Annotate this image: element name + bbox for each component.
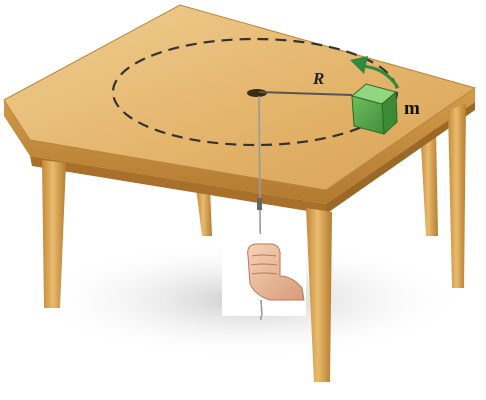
table-leg-front-right xyxy=(306,208,332,382)
motion-arrowhead xyxy=(350,56,368,74)
motion-arrow xyxy=(361,64,400,89)
table-apron xyxy=(30,156,326,214)
hand xyxy=(247,243,305,301)
circular-path xyxy=(111,37,399,147)
table-hole xyxy=(247,89,267,97)
mass-label: m xyxy=(404,98,420,119)
string-below-hand xyxy=(260,299,263,317)
radius-label: R xyxy=(312,69,324,88)
table-leg-front-left xyxy=(42,160,66,308)
block-mass xyxy=(350,83,398,136)
table-top xyxy=(3,4,477,191)
table-apron-right xyxy=(326,102,475,214)
table-leg-back-left xyxy=(196,188,212,236)
radius-string xyxy=(258,91,353,96)
table-leg-right xyxy=(448,104,466,288)
table-leg-back-right xyxy=(420,128,438,236)
table-edge xyxy=(4,88,475,204)
string-tab xyxy=(257,198,262,210)
